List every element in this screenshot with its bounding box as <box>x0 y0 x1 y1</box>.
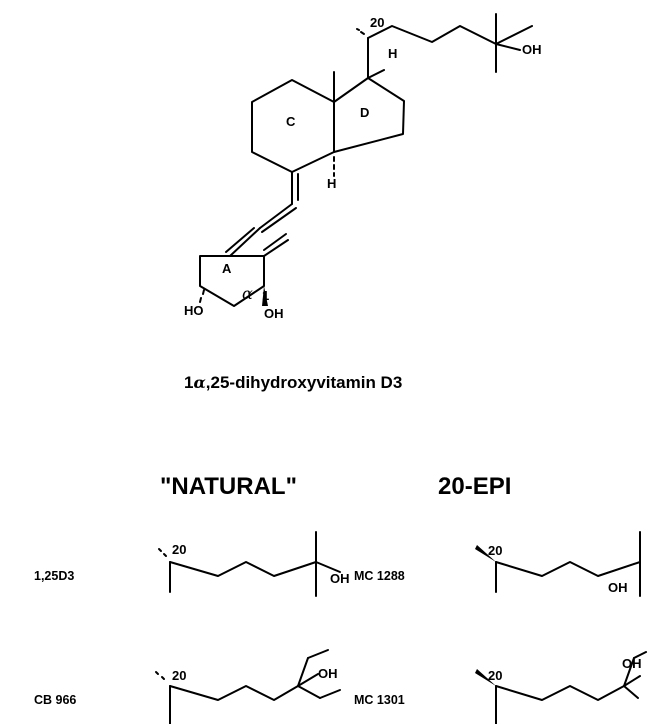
oh-label-mc-1301: OH <box>622 656 642 671</box>
c6-c5-double-bond <box>229 227 261 257</box>
c20-label: 20 <box>370 15 384 30</box>
ring-d-label: D <box>360 105 369 120</box>
c3-oh-hashed-bond <box>199 289 205 303</box>
caption-prefix: 1 <box>184 373 193 392</box>
c10-c19-bond <box>263 239 289 257</box>
c25-oh-label: OH <box>522 42 542 57</box>
calcitriol-structure <box>199 13 533 307</box>
natural-heading: "NATURAL" <box>160 473 297 500</box>
oh-label-1-25d3: OH <box>330 571 350 586</box>
chain-mc-1301 <box>475 651 647 724</box>
compound-name-1-25d3: 1,25D3 <box>34 569 74 583</box>
alpha-label: α <box>242 284 253 303</box>
oh-label-mc-1288: OH <box>608 580 628 595</box>
c20-label-mc-1288: 20 <box>488 543 502 558</box>
epi-heading: 20-EPI <box>438 473 511 500</box>
c1-label: 1 <box>262 288 269 303</box>
caption-alpha: α <box>193 373 205 392</box>
ring-a-bonds <box>199 255 265 307</box>
c21-hashed-bond <box>356 28 365 35</box>
c20-label-1-25d3: 20 <box>172 542 186 557</box>
c7-c6-bond <box>259 203 293 229</box>
ring-d-bonds <box>333 77 405 153</box>
c20-label-cb-966: 20 <box>172 668 186 683</box>
side-chain-bonds <box>367 25 533 45</box>
c20-label-mc-1301: 20 <box>488 668 502 683</box>
c7-c6-bond-inner <box>261 207 297 233</box>
compound-name-mc-1288: MC 1288 <box>354 569 405 583</box>
compound-name-cb-966: CB 966 <box>34 693 76 707</box>
caption-rest: ,25-dihydroxyvitamin D3 <box>206 373 403 392</box>
oh-label-cb-966: OH <box>318 666 338 681</box>
chain-1-25d3 <box>158 531 341 597</box>
h14-label: H <box>327 176 336 191</box>
c25-oh-bond <box>495 43 521 51</box>
ring-a-label: A <box>222 261 232 276</box>
h17-label: H <box>388 46 397 61</box>
c1-oh-label: OH <box>264 306 284 321</box>
c10-c19-bond-inner <box>263 233 287 251</box>
c3-ho-label: HO <box>184 303 204 318</box>
structure-caption: 1α,25-dihydroxyvitamin D3 <box>184 373 402 392</box>
ring-c-label: C <box>286 114 296 129</box>
c6-c5-double-bond-inner <box>225 227 255 253</box>
compound-name-mc-1301: MC 1301 <box>354 693 405 707</box>
h17-bond <box>367 69 385 79</box>
chain-cb-966 <box>155 649 341 724</box>
c1-oh-wedge-bond <box>262 286 268 306</box>
chain-mc-1288 <box>475 531 641 597</box>
